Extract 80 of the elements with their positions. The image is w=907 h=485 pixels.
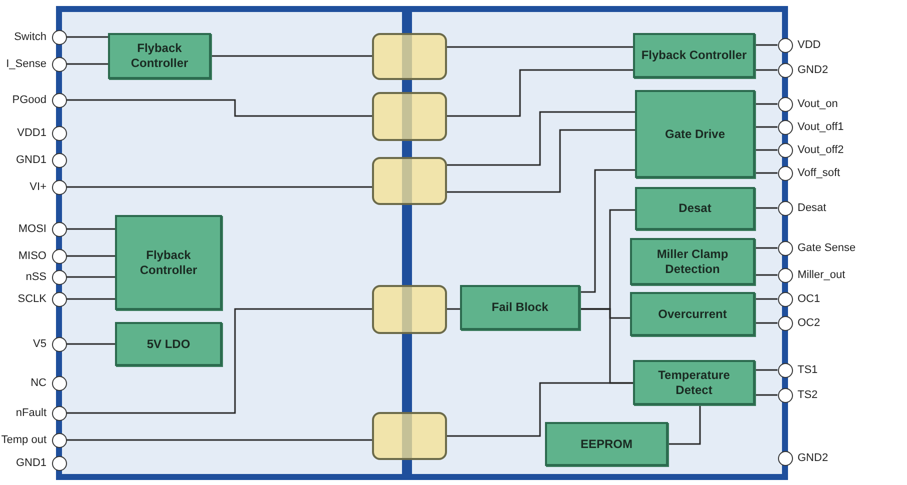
pin-label: MOSI (18, 222, 46, 236)
function-block: Flyback Controller (633, 33, 755, 78)
connection-line (755, 172, 778, 174)
connection-line (66, 255, 115, 257)
pin-label: MISO (18, 248, 46, 262)
pin-label: GND2 (798, 62, 828, 76)
connection-line (66, 298, 115, 300)
connection-line (755, 69, 778, 71)
connection-line (66, 186, 372, 188)
connection-line (447, 129, 635, 193)
function-block: Flyback Controller (115, 215, 222, 310)
pin-label: GND1 (16, 456, 46, 470)
isolator-block (372, 92, 447, 141)
function-block: Gate Drive (635, 90, 755, 178)
pin-label: I_Sense (6, 56, 46, 70)
isolator-block (372, 33, 447, 80)
connection-line (755, 274, 778, 276)
connection-line (66, 276, 115, 278)
pin-label: V5 (33, 336, 46, 350)
connection-line (755, 369, 778, 371)
pin-label: SCLK (18, 292, 46, 306)
connection-line (447, 69, 633, 117)
pin-label: nSS (26, 270, 46, 284)
pin-label: PGood (12, 92, 46, 106)
pin-label: GND2 (798, 450, 828, 464)
pin-label: VDD1 (17, 126, 46, 140)
connection-line (66, 36, 108, 38)
connection-line (755, 126, 778, 128)
pin-label: nFault (16, 406, 46, 420)
pin-label: Gate Sense (798, 240, 856, 254)
pin-label: Voff_soft (798, 166, 840, 180)
isolator-block (372, 285, 447, 334)
connection-line (755, 149, 778, 151)
connection-line (66, 228, 115, 230)
isolator-block (372, 157, 447, 205)
function-block: Temperature Detect (633, 360, 755, 405)
pin-label: Switch (14, 30, 46, 44)
isolator-block (372, 412, 447, 460)
pin-label: Vout_off1 (798, 120, 844, 134)
function-block: Fail Block (460, 285, 580, 330)
pin-label: Temp out (1, 432, 46, 446)
connection-line (755, 247, 778, 249)
connection-line (755, 298, 778, 300)
pin-label: TS1 (798, 362, 818, 376)
pin-label: VI+ (30, 180, 46, 194)
connection-line (755, 44, 778, 46)
connection-line (66, 308, 372, 414)
pin-label: Miller_out (798, 268, 846, 282)
pin-label: NC (30, 376, 46, 390)
connection-line (447, 308, 460, 310)
connection-line (755, 322, 778, 324)
function-block: 5V LDO (115, 322, 222, 366)
die-panel (56, 6, 408, 480)
pin-label: OC1 (798, 292, 820, 306)
function-block: Overcurrent (630, 292, 755, 336)
die-panel (406, 6, 788, 480)
function-block: Flyback Controller (108, 33, 211, 79)
connection-line (447, 46, 633, 48)
pin-label: TS2 (798, 388, 818, 402)
pin-label: VDD (798, 38, 821, 52)
pin-label: Vout_off2 (798, 142, 844, 156)
connection-line (755, 103, 778, 105)
connection-line (447, 111, 635, 166)
connection-line (580, 169, 635, 293)
connection-line (66, 343, 115, 345)
pin-label: OC2 (798, 316, 820, 330)
connection-line (668, 405, 701, 445)
pin-label: Desat (798, 200, 826, 214)
connection-line (66, 99, 372, 117)
connection-line (447, 382, 633, 437)
pin-label: Vout_on (798, 96, 838, 110)
function-block: Miller Clamp Detection (630, 238, 755, 285)
connection-line (211, 55, 372, 57)
connection-line (66, 439, 372, 441)
pin-label: GND1 (16, 152, 46, 166)
function-block: EEPROM (545, 422, 668, 466)
function-block: Desat (635, 187, 755, 230)
connection-line (66, 63, 108, 65)
connection-line (755, 394, 778, 396)
connection-line (755, 207, 778, 209)
